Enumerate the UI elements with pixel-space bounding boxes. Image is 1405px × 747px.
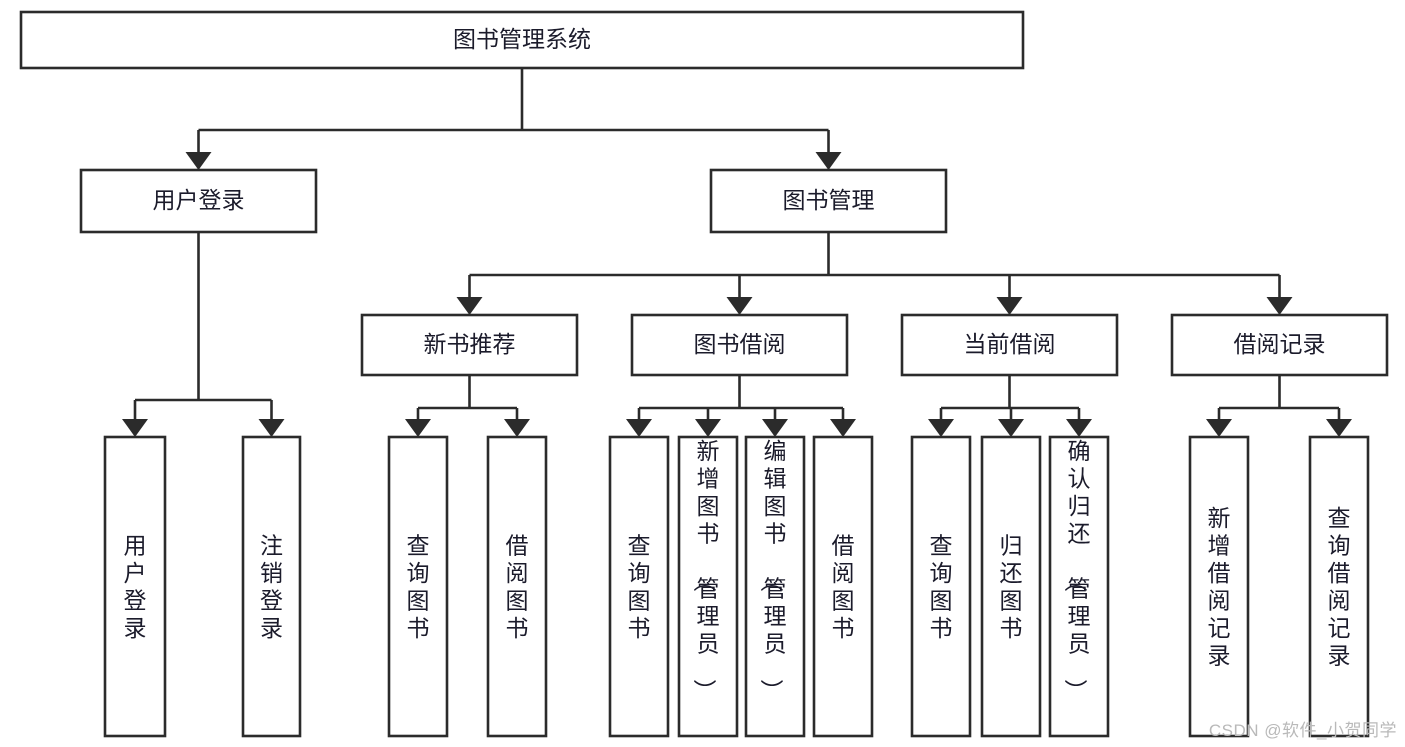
node-leaf-query-rec[interactable]: 查询借阅记录 — [1308, 435, 1370, 738]
node-label: 当前借阅 — [964, 331, 1056, 357]
node-leaf-logout[interactable]: 注销登录 — [241, 435, 302, 738]
node-box[interactable] — [677, 435, 739, 738]
node-box[interactable] — [812, 435, 874, 738]
node-box[interactable] — [486, 435, 548, 738]
arrow-head-icon — [996, 297, 1023, 315]
node-leaf-query-2[interactable]: 查询图书 — [608, 435, 670, 738]
arrow-head-icon — [1206, 419, 1232, 437]
node-label: 确认归还（管理员） — [1063, 438, 1091, 702]
arrow-head-icon — [504, 419, 530, 437]
connector-group — [626, 375, 856, 437]
node-box[interactable] — [1170, 313, 1389, 377]
node-box[interactable] — [1048, 435, 1110, 738]
node-box[interactable] — [387, 435, 449, 738]
node-book-manage[interactable]: 图书管理 — [709, 168, 948, 234]
node-box[interactable] — [910, 435, 972, 738]
arrow-head-icon — [626, 419, 652, 437]
node-label: 查询图书 — [930, 533, 953, 642]
node-box[interactable] — [19, 10, 1025, 70]
node-box[interactable] — [241, 435, 302, 738]
node-label: 图书管理系统 — [453, 26, 591, 52]
node-user-login[interactable]: 用户登录 — [79, 168, 318, 234]
node-leaf-add-rec[interactable]: 新增借阅记录 — [1188, 435, 1250, 738]
arrow-head-icon — [405, 419, 431, 437]
arrow-head-icon — [695, 419, 721, 437]
node-box[interactable] — [103, 435, 167, 738]
node-new-book-rec[interactable]: 新书推荐 — [360, 313, 579, 377]
node-label: 新书推荐 — [424, 331, 516, 357]
node-label: 编辑图书（管理员） — [759, 438, 787, 702]
node-label: 用户登录 — [124, 533, 147, 642]
connector-group — [185, 68, 842, 170]
arrow-head-icon — [456, 297, 483, 315]
node-label: 查询借阅记录 — [1328, 505, 1351, 669]
connector-group — [1206, 375, 1352, 437]
node-label: 归还图书 — [1000, 533, 1023, 642]
connector-group — [405, 375, 530, 437]
node-box[interactable] — [630, 313, 849, 377]
node-label: 借阅记录 — [1234, 331, 1326, 357]
arrow-head-icon — [1066, 419, 1092, 437]
node-box[interactable] — [1188, 435, 1250, 738]
watermark-label: CSDN @软件_小贺同学 — [1208, 721, 1397, 740]
arrow-head-icon — [1266, 297, 1293, 315]
node-leaf-return[interactable]: 归还图书 — [980, 435, 1042, 738]
node-leaf-borrow-2[interactable]: 借阅图书 — [812, 435, 874, 738]
arrow-head-icon — [122, 419, 148, 437]
node-box[interactable] — [360, 313, 579, 377]
arrow-head-icon — [726, 297, 753, 315]
node-leaf-user-login[interactable]: 用户登录 — [103, 435, 167, 738]
node-box[interactable] — [608, 435, 670, 738]
node-label: 图书借阅 — [694, 331, 786, 357]
node-label: 图书管理 — [783, 187, 875, 213]
node-label: 查询图书 — [628, 533, 651, 642]
node-label: 注销登录 — [260, 533, 283, 642]
node-leaf-add-book[interactable]: 新增图书（管理员） — [677, 435, 739, 738]
node-label: 查询图书 — [407, 533, 430, 642]
node-box[interactable] — [79, 168, 318, 234]
arrow-head-icon — [928, 419, 954, 437]
node-leaf-borrow-1[interactable]: 借阅图书 — [486, 435, 548, 738]
node-leaf-query-3[interactable]: 查询图书 — [910, 435, 972, 738]
connector-layer — [122, 68, 1352, 437]
node-label: 借阅图书 — [832, 533, 855, 642]
node-layer: 图书管理系统用户登录图书管理新书推荐图书借阅当前借阅借阅记录用户登录注销登录查询… — [19, 10, 1389, 738]
node-label: 新增借阅记录 — [1208, 505, 1231, 669]
node-box[interactable] — [900, 313, 1119, 377]
node-box[interactable] — [709, 168, 948, 234]
node-label: 借阅图书 — [506, 533, 529, 642]
node-leaf-query-1[interactable]: 查询图书 — [387, 435, 449, 738]
arrow-head-icon — [1326, 419, 1352, 437]
node-box[interactable] — [744, 435, 806, 738]
arrow-head-icon — [815, 152, 842, 170]
node-label: 新增图书（管理员） — [692, 438, 720, 702]
connector-group — [122, 232, 285, 437]
node-book-borrow[interactable]: 图书借阅 — [630, 313, 849, 377]
node-root[interactable]: 图书管理系统 — [19, 10, 1025, 70]
arrow-head-icon — [762, 419, 788, 437]
arrow-head-icon — [185, 152, 212, 170]
connector-group — [928, 375, 1092, 437]
arrow-head-icon — [998, 419, 1024, 437]
node-borrow-record[interactable]: 借阅记录 — [1170, 313, 1389, 377]
node-leaf-edit-book[interactable]: 编辑图书（管理员） — [744, 435, 806, 738]
node-leaf-confirm[interactable]: 确认归还（管理员） — [1048, 435, 1110, 738]
arrow-head-icon — [830, 419, 856, 437]
connector-group — [456, 232, 1293, 315]
node-box[interactable] — [980, 435, 1042, 738]
node-current-borrow[interactable]: 当前借阅 — [900, 313, 1119, 377]
arrow-head-icon — [258, 419, 285, 437]
node-label: 用户登录 — [153, 187, 245, 213]
node-box[interactable] — [1308, 435, 1370, 738]
